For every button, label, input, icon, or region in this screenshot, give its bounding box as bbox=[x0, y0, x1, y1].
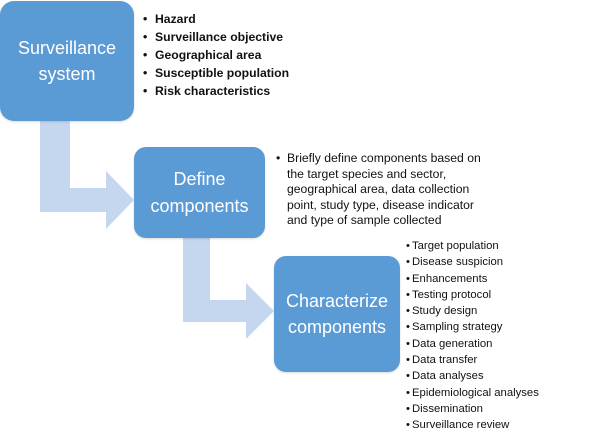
bent-arrow-2-icon bbox=[183, 238, 274, 339]
define-components-title: Define components bbox=[150, 168, 249, 216]
surveillance-system-box: Surveillance system bbox=[0, 1, 134, 121]
list-item: Study design bbox=[406, 303, 539, 320]
bent-arrow-1-icon bbox=[40, 121, 134, 229]
surveillance-system-title: Surveillance system bbox=[17, 38, 117, 84]
list-item: Testing protocol bbox=[406, 287, 539, 304]
list-item: Surveillance review bbox=[406, 417, 539, 434]
surveillance-system-list: Hazard Surveillance objective Geographic… bbox=[143, 10, 289, 100]
define-components-list: Briefly define components based on the t… bbox=[276, 151, 481, 229]
list-item: Sampling strategy bbox=[406, 319, 539, 336]
list-item: Target population bbox=[406, 238, 539, 255]
list-item: Data analyses bbox=[406, 368, 539, 385]
list-item: Data transfer bbox=[406, 352, 539, 369]
list-item: Epidemiological analyses bbox=[406, 385, 539, 402]
characterize-components-list: Target population Disease suspicion Enha… bbox=[406, 238, 539, 434]
list-item: Enhancements bbox=[406, 271, 539, 288]
list-item: Risk characteristics bbox=[143, 82, 289, 100]
list-item: Dissemination bbox=[406, 401, 539, 418]
list-item-text: Briefly define components based on the t… bbox=[287, 151, 481, 227]
list-item: Geographical area bbox=[143, 46, 289, 64]
characterize-components-title: Characterize components bbox=[285, 291, 389, 337]
list-item: Data generation bbox=[406, 336, 539, 353]
define-components-box: Define components bbox=[134, 147, 265, 238]
list-item: Surveillance objective bbox=[143, 28, 289, 46]
list-item: Disease suspicion bbox=[406, 254, 539, 271]
characterize-components-box: Characterize components bbox=[274, 256, 400, 372]
list-item: Briefly define components based on the t… bbox=[276, 151, 481, 229]
list-item: Hazard bbox=[143, 10, 289, 28]
list-item: Susceptible population bbox=[143, 64, 289, 82]
